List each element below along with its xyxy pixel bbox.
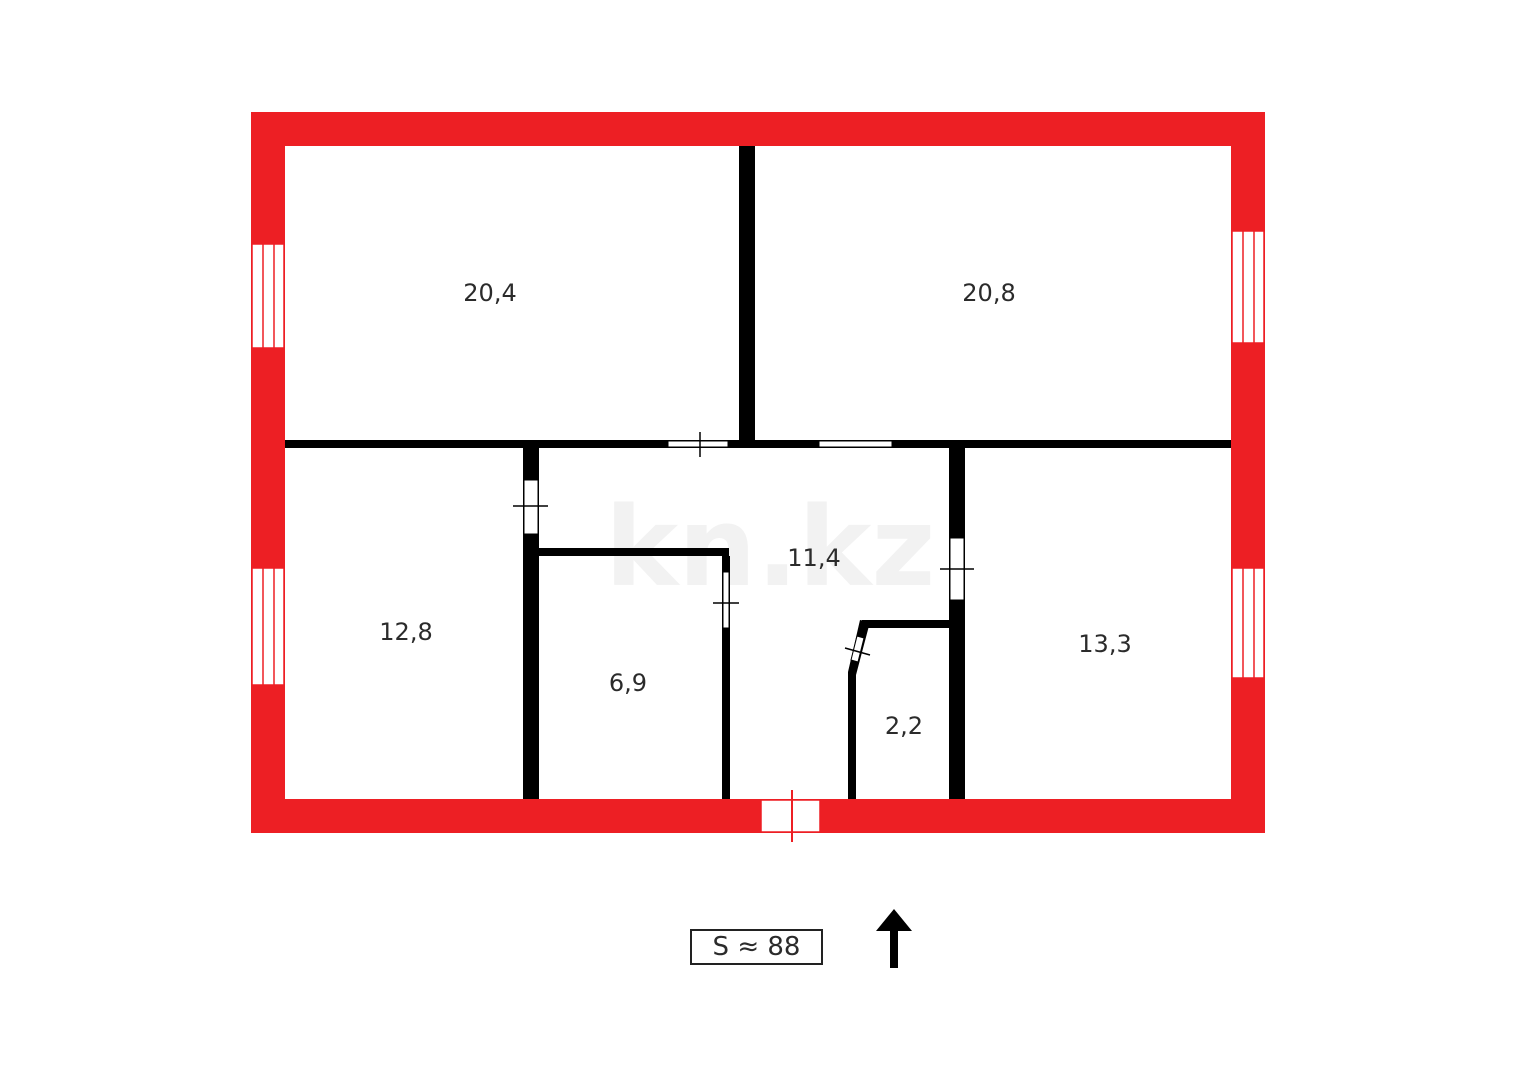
watermark: kn.kz [605,483,935,611]
total-area-box: S ≈ 88 [690,929,823,965]
room-area-label: 11,4 [787,544,840,572]
room-area-label: 20,8 [962,279,1015,307]
room-area-label: 6,9 [609,669,647,697]
outer-walls [251,112,1265,833]
window-right-top [1231,230,1265,344]
inner-walls [285,146,1231,799]
door-hall-top-right [818,440,893,448]
room-area-label: 12,8 [379,618,432,646]
door-bathroom [844,635,871,663]
arrow-up-icon [876,909,912,968]
entrance-door [760,790,821,842]
window-left-top [251,243,285,349]
door-hall-top-left [667,432,729,457]
window-right-bottom [1231,567,1265,679]
room-area-label: 20,4 [463,279,516,307]
room-area-label: 13,3 [1078,630,1131,658]
door-left-room [513,479,548,535]
door-right-room [940,537,974,601]
room-area-label: 2,2 [885,712,923,740]
door-small-room [713,571,739,629]
window-left-bottom [251,567,285,686]
